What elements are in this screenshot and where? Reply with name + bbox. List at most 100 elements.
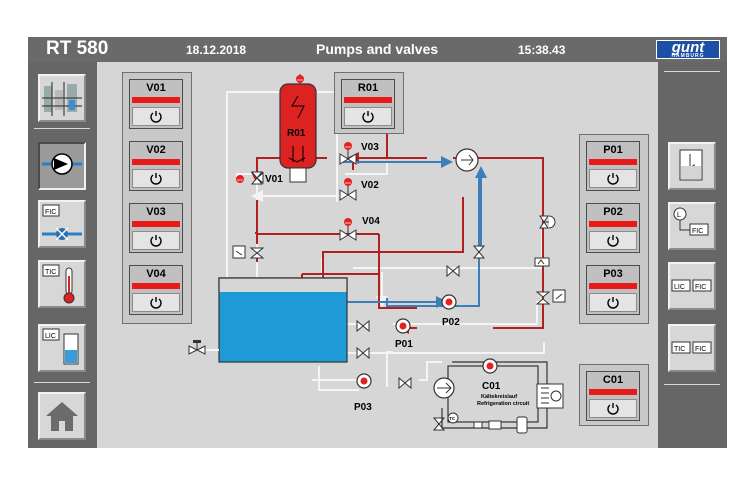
pump-p01[interactable]: P01 [395,318,413,350]
nav-pumps-valves[interactable] [38,142,86,190]
refrigeration-circuit: C01 Kältekreislauf Refrigeration circuit… [419,358,564,434]
control-valve-right[interactable] [534,215,566,305]
svg-text:V02: V02 [361,180,379,191]
power-icon [150,111,162,123]
screen-title: Pumps and valves [316,41,439,57]
power-icon [150,297,162,309]
svg-text:L: L [677,212,681,219]
power-icon [607,235,619,247]
pump-p03[interactable]: P03 [354,373,372,413]
svg-text:FIC: FIC [695,346,706,353]
pump-icon [42,153,82,175]
control-p01: P01 [586,141,640,191]
manual-valve-left[interactable] [232,245,265,259]
svg-text:FIC: FIC [45,209,56,216]
power-button-c01[interactable] [589,399,637,418]
svg-text:V04: V04 [362,216,380,227]
time-display: 15:38.43 [518,43,566,57]
svg-text:TIC: TIC [45,269,56,276]
date-display: 18.12.2018 [186,43,247,57]
svg-text:OFF: OFF [345,181,351,185]
valve-v02[interactable]: OFF V02 [339,178,379,201]
nav-temperature-control[interactable]: TIC [38,260,86,308]
power-icon [607,403,619,415]
svg-text:Refrigeration circuit: Refrigeration circuit [477,401,529,407]
power-button-r01[interactable] [344,107,392,126]
nav-flow-control[interactable]: FIC [38,200,86,248]
svg-text:FIC: FIC [695,284,706,291]
svg-text:C01: C01 [482,381,501,392]
power-button-p03[interactable] [589,293,637,312]
control-p01-label: P01 [603,144,623,156]
r01-off-badge: OFF [296,75,304,83]
control-v03-label: V03 [146,206,166,218]
status-bar-v03 [132,221,180,227]
power-icon [362,111,374,123]
flow-control-icon: FIC [42,204,82,241]
valve-v04[interactable]: OFF V04 [339,216,380,241]
cascade-level-flow-icon: LIC FIC [671,279,712,292]
svg-text:V03: V03 [361,142,379,153]
status-bar-v01 [132,97,180,103]
nav-level-control[interactable]: LIC [38,324,86,372]
power-icon [150,173,162,185]
svg-text:V01: V01 [265,174,283,185]
svg-text:TC: TC [449,416,456,421]
power-button-v01[interactable] [132,107,180,126]
power-button-v03[interactable] [132,231,180,250]
pump-control-panel: P01 P02 P03 [579,134,649,324]
power-button-p01[interactable] [589,169,637,188]
right-nav: L FIC LIC FIC TIC FIC [658,62,727,448]
valve-v03[interactable]: OFF V03 [339,142,379,165]
pump-p02[interactable]: P02 [441,294,460,328]
nav-home[interactable] [38,392,86,440]
cold-water-lines [343,156,487,308]
tank-heater-icon [679,149,703,181]
title-bar: RT 580 18.12.2018 Pumps and valves 15:38… [28,37,727,62]
power-icon [607,297,619,309]
control-v04: V04 [129,265,183,315]
control-v02-label: V02 [146,144,166,156]
control-v04-label: V04 [146,268,166,280]
control-c01: C01 [586,371,640,421]
power-icon [607,173,619,185]
svg-text:R01: R01 [287,128,306,139]
svg-text:OFF: OFF [345,145,351,149]
reactor-r01[interactable]: R01 [279,74,317,183]
nav-plant-overview[interactable] [38,74,86,122]
power-button-v04[interactable] [132,293,180,312]
check-valves[interactable] [356,245,486,431]
valve-v01[interactable]: OFF V01 [236,171,283,185]
heat-exchanger [455,148,479,172]
svg-text:OFF: OFF [297,78,303,82]
nav-tank-heater[interactable] [668,142,716,190]
control-r01: R01 [341,79,395,129]
svg-text:FIC: FIC [692,228,703,235]
control-p02-label: P02 [603,206,623,218]
cascade-temp-flow-icon: TIC FIC [671,341,712,354]
reactor-control-panel: R01 [334,72,404,134]
status-bar-r01 [344,97,392,103]
nav-cascade-level-flow[interactable]: LIC FIC [668,262,716,310]
control-r01-label: R01 [357,82,379,94]
svg-text:P01: P01 [395,339,413,350]
power-button-v02[interactable] [132,169,180,188]
nav-level-flow[interactable]: L FIC [668,202,716,250]
svg-text:TIC: TIC [674,346,685,353]
status-bar-p03 [589,283,637,289]
process-diagram: R01 OFF OFF V03 OFF V02 OFF V04 OFF V01 [188,74,566,434]
level-flow-icon: L FIC [673,207,709,236]
status-bar-v04 [132,283,180,289]
valve-control-panel: V01 V02 V03 V04 [122,72,192,324]
control-p03-label: P03 [603,268,623,280]
home-icon [46,402,78,431]
control-v03: V03 [129,203,183,253]
level-control-icon: LIC [42,328,79,365]
status-bar-p01 [589,159,637,165]
svg-text:LIC: LIC [674,284,685,291]
temperature-control-icon: TIC [42,264,75,304]
svg-text:OFF: OFF [237,178,243,182]
power-button-p02[interactable] [589,231,637,250]
nav-cascade-temp-flow[interactable]: TIC FIC [668,324,716,372]
